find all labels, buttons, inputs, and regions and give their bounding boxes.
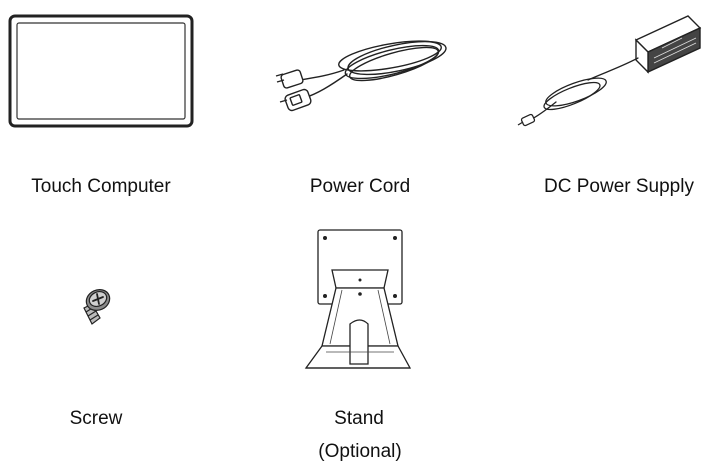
power-cord-icon (275, 40, 447, 112)
label-power-cord: Power Cord (309, 176, 411, 197)
item-stand (302, 228, 414, 374)
stand-icon (304, 229, 412, 369)
item-touch-computer (8, 14, 194, 129)
item-power-cord (272, 36, 452, 116)
touch-computer-icon (8, 14, 194, 128)
item-dc-power-supply (516, 12, 702, 132)
power-supply-icon (517, 15, 702, 127)
item-screw (78, 288, 112, 332)
label-stand-optional: (Optional) (318, 441, 402, 462)
label-stand: Stand (334, 408, 384, 429)
label-touch-computer: Touch Computer (31, 176, 171, 197)
label-screw: Screw (69, 408, 123, 429)
label-dc-power-supply: DC Power Supply (544, 176, 694, 197)
screw-icon (83, 289, 111, 325)
